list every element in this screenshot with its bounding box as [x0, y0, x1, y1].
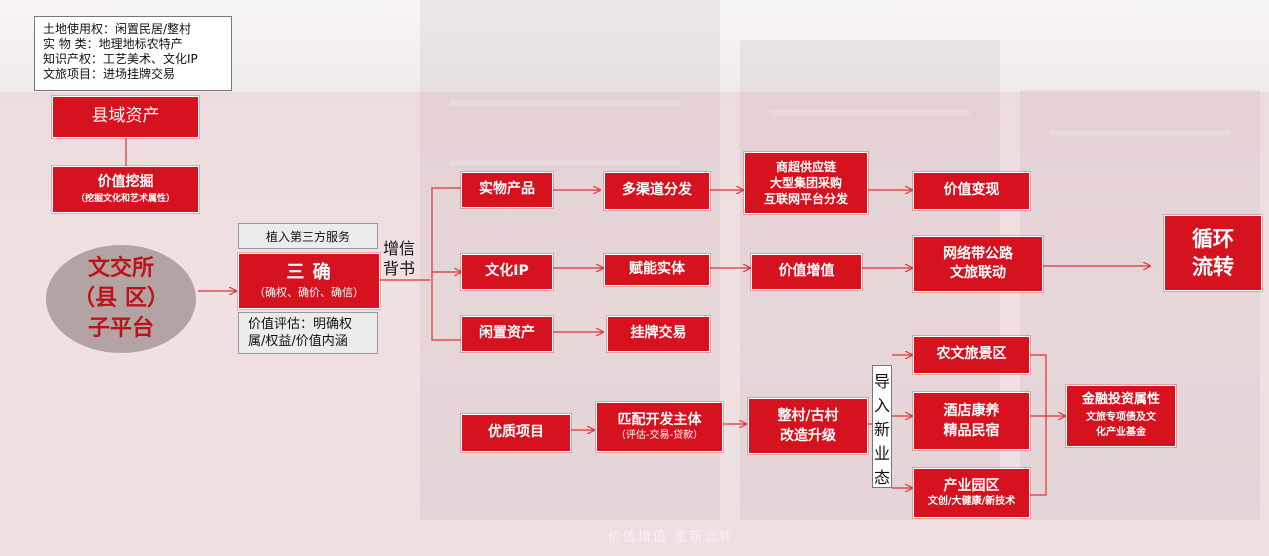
- new-format-box: 导 入 新 业 态: [872, 365, 892, 488]
- cycle-box: 循环 流转: [1164, 215, 1262, 291]
- channels-box: 商超供应链 大型集团采购 互联网平台分发: [744, 152, 868, 214]
- background-window: [450, 100, 680, 106]
- credit-line: 背书: [383, 259, 416, 278]
- note-line: 实 物 类：地理地标农特产: [43, 37, 183, 51]
- finance-sub-line: 文旅专项债及文: [1086, 412, 1156, 423]
- industrial-park-sub: 文创/大健康/新技术: [927, 496, 1016, 507]
- value-realize-label: 价值变现: [943, 182, 1000, 199]
- background-building: [1020, 90, 1260, 520]
- value-mining-box: 价值挖掘 （挖掘文化和艺术属性）: [52, 166, 199, 213]
- multi-channel-box: 多渠道分发: [604, 172, 710, 210]
- new-format-char: 业: [873, 444, 890, 463]
- hotel-box: 酒店康养 精品民宿: [913, 392, 1030, 450]
- finance-bracket: [1028, 354, 1047, 496]
- listing-label: 挂牌交易: [630, 325, 687, 342]
- county-assets-box: 县域资产: [52, 96, 199, 138]
- empower-label: 赋能实体: [629, 261, 685, 278]
- quality-project-label: 优质项目: [488, 424, 544, 441]
- agri-scenic-box: 农文旅景区: [913, 336, 1030, 374]
- channel-line: 互联网平台分发: [763, 192, 848, 206]
- value-add-label: 价值增值: [778, 263, 835, 280]
- background-window: [450, 160, 680, 166]
- agri-scenic-label: 农文旅景区: [936, 346, 1007, 363]
- credit-endorsement-label: 增信 背书: [383, 239, 415, 279]
- physical-product-label: 实物产品: [479, 181, 535, 198]
- credit-line: 增信: [383, 239, 416, 258]
- idle-assets-label: 闲置资产: [479, 325, 535, 342]
- hotel-line: 精品民宿: [943, 423, 1000, 439]
- three-confirm-label: 三 确: [286, 262, 332, 284]
- channel-line: 商超供应链: [775, 160, 836, 174]
- valuation-line: 属/权益/价值内涵: [248, 334, 348, 349]
- finance-label: 金融投资属性: [1081, 392, 1160, 407]
- branch-bracket: [431, 187, 461, 341]
- hotel-line: 酒店康养: [943, 403, 1000, 419]
- third-party-box: 植入第三方服务: [238, 223, 378, 249]
- finance-box: 金融投资属性 文旅专项债及文 化产业基金: [1066, 385, 1176, 447]
- village-line: 改造升级: [780, 428, 836, 444]
- empower-box: 赋能实体: [604, 254, 710, 286]
- new-format-char: 入: [873, 396, 890, 415]
- value-realize-box: 价值变现: [913, 172, 1030, 210]
- new-format-char: 新: [873, 420, 890, 439]
- quality-project-box: 优质项目: [461, 414, 571, 452]
- channel-line: 大型集团采购: [769, 176, 842, 190]
- valuation-line: 价值评估：明确权: [248, 317, 353, 332]
- county-assets-label: 县域资产: [91, 106, 160, 127]
- new-format-char: 态: [873, 468, 890, 487]
- platform-line: 子平台: [87, 316, 154, 341]
- match-dev-box: 匹配开发主体 （评估-交易-贷款）: [596, 402, 723, 452]
- network-line: 文旅联动: [950, 265, 1006, 281]
- new-format-char: 导: [873, 372, 890, 391]
- cycle-line: 流转: [1192, 255, 1234, 279]
- village-upgrade-box: 整村/古村 改造升级: [748, 398, 868, 454]
- multi-channel-label: 多渠道分发: [622, 182, 692, 199]
- valuation-box: 价值评估：明确权 属/权益/价值内涵: [238, 312, 378, 354]
- platform-line: 文交所: [87, 256, 154, 281]
- background-window: [770, 110, 970, 116]
- value-mining-sub: （挖掘文化和艺术属性）: [75, 193, 175, 204]
- culture-ip-label: 文化IP: [485, 263, 529, 280]
- idle-assets-box: 闲置资产: [461, 316, 553, 352]
- network-box: 网络带公路 文旅联动: [913, 236, 1043, 292]
- note-line: 文旅项目：进场挂牌交易: [43, 67, 176, 81]
- asset-types-note: 土地使用权：闲置民居/整村 实 物 类：地理地标农特产 知识产权：工艺美术、文化…: [34, 16, 232, 91]
- three-confirm-sub: （确权、确价、确信）: [254, 285, 364, 299]
- physical-product-box: 实物产品: [461, 172, 553, 208]
- network-line: 网络带公路: [943, 246, 1013, 262]
- match-dev-sub: （评估-交易-贷款）: [615, 430, 704, 441]
- sub-platform-circle: 文交所 （县 区） 子平台: [46, 245, 196, 353]
- note-line: 知识产权：工艺美术、文化IP: [43, 52, 198, 66]
- three-confirm-box: 三 确 （确权、确价、确信）: [238, 253, 380, 309]
- industrial-park-box: 产业园区 文创/大健康/新技术: [913, 468, 1030, 518]
- value-add-box: 价值增值: [751, 254, 862, 290]
- culture-ip-box: 文化IP: [461, 254, 553, 290]
- background-window: [1050, 130, 1230, 136]
- match-dev-label: 匹配开发主体: [617, 411, 702, 428]
- value-mining-label: 价值挖掘: [97, 174, 154, 191]
- listing-box: 挂牌交易: [607, 316, 710, 352]
- third-party-label: 植入第三方服务: [265, 229, 350, 244]
- industrial-park-label: 产业园区: [943, 477, 1000, 494]
- note-line: 土地使用权：闲置民居/整村: [43, 22, 192, 36]
- finance-sub-line: 化产业基金: [1096, 427, 1146, 438]
- village-line: 整村/古村: [777, 408, 839, 424]
- footer-caption: 价值增值 重新流转: [608, 530, 735, 545]
- cycle-line: 循环: [1192, 227, 1234, 251]
- platform-line: （县 区）: [73, 286, 169, 311]
